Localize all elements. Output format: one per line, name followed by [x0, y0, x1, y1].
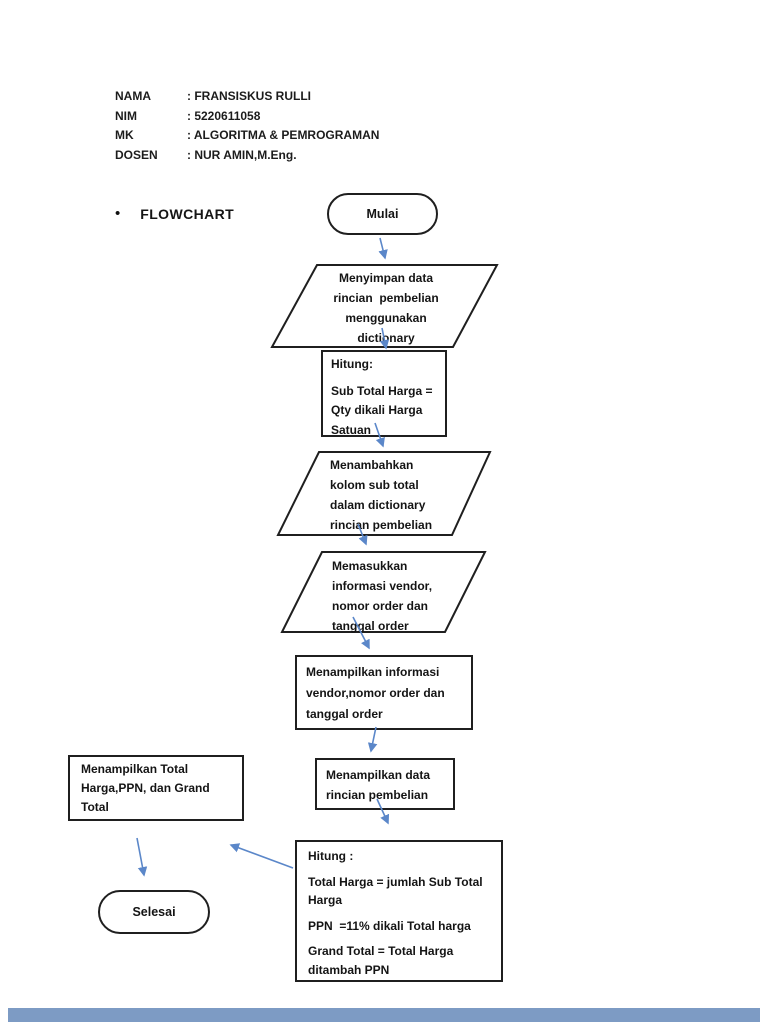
node-line: vendor,nomor order dan — [306, 686, 445, 700]
save-data-node-text: Menyimpan data rincian pembelian menggun… — [310, 268, 462, 348]
show-detail-node: Menampilkan data rincian pembelian — [315, 758, 455, 810]
arrow-showvendor-to-showdetail — [367, 726, 378, 753]
arrow-start-to-save — [378, 237, 388, 260]
node-line: menggunakan — [345, 311, 427, 325]
header-label: NIM — [115, 108, 137, 123]
node-line: tanggal order — [332, 619, 409, 633]
start-node: Mulai — [327, 193, 438, 235]
node-line: rincian pembelian — [326, 788, 429, 802]
bullet-icon: • — [115, 205, 121, 222]
node-line: Satuan — [331, 422, 372, 437]
node-line: Qty dikali Harga — [331, 403, 423, 417]
page-footer-bar — [8, 1008, 760, 1022]
end-node: Selesai — [98, 890, 210, 934]
section-title: FLOWCHART — [140, 206, 235, 222]
header-value: : 5220611058 — [187, 108, 261, 123]
node-line: Memasukkan — [332, 559, 408, 573]
calc-total-node: Hitung : Total Harga = jumlah Sub Total … — [295, 840, 503, 982]
node-line: dictionary — [357, 331, 415, 345]
header-value: : NUR AMIN,M.Eng. — [187, 147, 297, 162]
node-line: rincian pembelian — [333, 291, 439, 305]
node-title: Hitung : — [308, 849, 354, 863]
node-line: Menampilkan Total — [81, 762, 189, 776]
calc-subtotal-node: Hitung: Sub Total Harga = Qty dikali Har… — [321, 350, 447, 437]
end-label: Selesai — [132, 905, 176, 919]
arrow-calctotal-to-showtotal — [229, 843, 294, 869]
arrow-showtotal-to-end — [136, 837, 148, 877]
header-row: MK : ALGORITMA & PEMROGRAMAN — [115, 126, 379, 146]
node-line: Grand Total = Total Harga ditambah PPN — [308, 944, 454, 977]
node-line: Total — [81, 800, 109, 814]
node-line: Harga,PPN, dan Grand — [81, 781, 210, 795]
add-column-node-text: Menambahkan kolom sub total dalam dictio… — [330, 455, 480, 535]
node-line: rincian pembelian — [330, 518, 433, 532]
node-line: tanggal order — [306, 707, 383, 721]
node-line: Menampilkan informasi — [306, 665, 440, 679]
node-line: dalam dictionary — [330, 498, 426, 512]
header-row: DOSEN : NUR AMIN,M.Eng. — [115, 146, 379, 166]
node-line: Menambahkan — [330, 458, 414, 472]
show-vendor-node: Menampilkan informasi vendor,nomor order… — [295, 655, 473, 730]
node-line: kolom sub total — [330, 478, 419, 492]
node-title: Hitung: — [331, 357, 373, 371]
header-value: : FRANSISKUS RULLI — [187, 89, 311, 103]
start-label: Mulai — [366, 207, 399, 221]
node-line: Menyimpan data — [338, 271, 434, 285]
header-label: MK — [115, 128, 134, 142]
input-vendor-node-text: Memasukkan informasi vendor, nomor order… — [332, 556, 482, 636]
header-row: NIM : 5220611058 — [115, 107, 379, 127]
header-label: DOSEN — [115, 147, 158, 162]
section-heading: • FLOWCHART — [115, 205, 234, 223]
node-line: Sub Total Harga = — [331, 383, 433, 398]
header-value: : ALGORITMA & PEMROGRAMAN — [187, 128, 380, 142]
header-row: NAMA : FRANSISKUS RULLI — [115, 87, 379, 107]
header-label: NAMA — [115, 89, 151, 103]
node-line: Menampilkan data — [326, 768, 431, 782]
node-line: nomor order dan — [332, 599, 429, 613]
node-line: PPN =11% dikali Total harga — [308, 918, 471, 933]
node-line: Total Harga = jumlah Sub Total Harga — [308, 874, 483, 908]
show-total-node: Menampilkan Total Harga,PPN, dan Grand T… — [68, 755, 244, 821]
student-info-block: NAMA : FRANSISKUS RULLI NIM : 5220611058… — [115, 87, 379, 165]
node-line: informasi vendor, — [332, 579, 433, 593]
